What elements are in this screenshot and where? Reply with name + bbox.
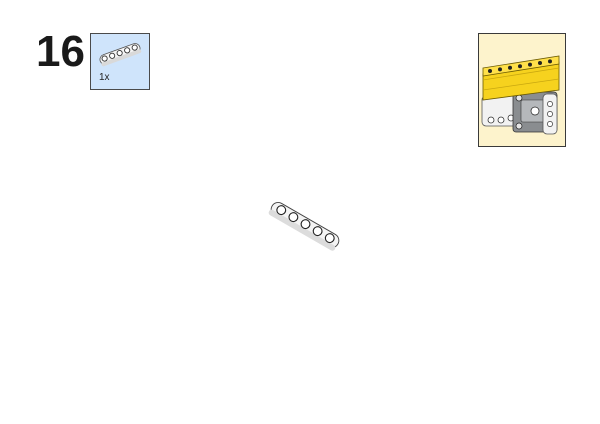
new-part-render [262, 190, 348, 265]
assembly-preview-model-icon [481, 55, 560, 135]
white-5-hole-beam-icon [268, 202, 340, 251]
part-quantity: 1x [99, 72, 110, 83]
assembly-preview [478, 33, 566, 147]
step-number: 16 [36, 27, 85, 76]
parts-callout: 1x [90, 33, 150, 90]
white-5-hole-beam-icon [99, 43, 142, 67]
